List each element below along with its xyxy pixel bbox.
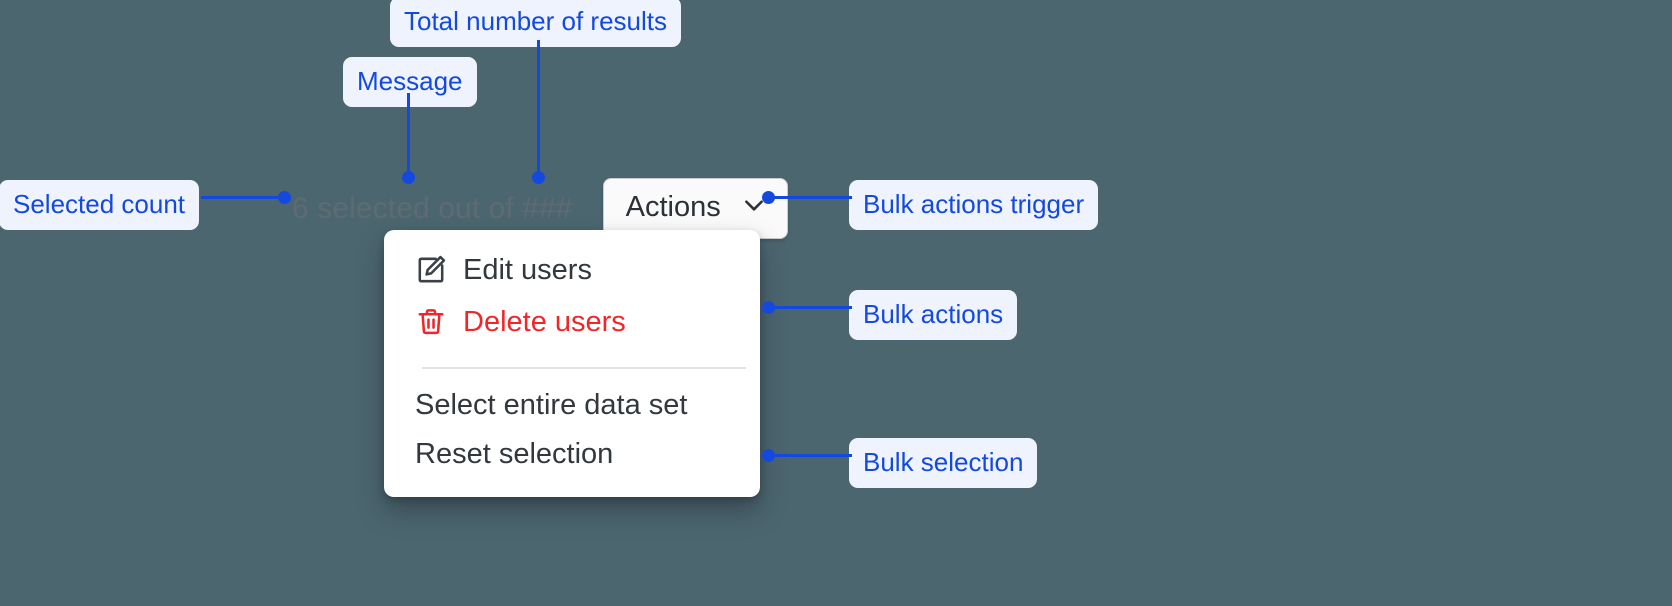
connector-line-bulk-actions bbox=[768, 306, 852, 309]
bulk-actions-trigger-button[interactable]: Actions bbox=[602, 178, 788, 239]
annotation-bulk-actions: Bulk actions bbox=[849, 290, 1018, 340]
menu-item-select-entire-data-set[interactable]: Select entire data set bbox=[384, 381, 760, 430]
trash-icon bbox=[415, 306, 447, 338]
menu-item-label: Edit users bbox=[463, 253, 592, 286]
bulk-selection-bar: 6 selected out of ### Actions bbox=[292, 178, 788, 239]
connector-line-bulk-actions-trigger bbox=[768, 196, 852, 199]
connector-line-selected-count bbox=[201, 196, 287, 199]
connector-line-bulk-selection bbox=[768, 454, 852, 457]
chevron-down-icon bbox=[741, 192, 767, 223]
connector-dot-bulk-selection bbox=[762, 449, 775, 462]
connector-line-total-results bbox=[537, 40, 540, 178]
connector-dot-bulk-actions-trigger bbox=[762, 191, 775, 204]
annotation-selected-count: Selected count bbox=[0, 180, 200, 230]
annotation-total-number-of-results: Total number of results bbox=[390, 0, 682, 47]
menu-item-label: Select entire data set bbox=[415, 389, 688, 421]
edit-pencil-icon bbox=[415, 254, 447, 286]
connector-dot-total-results bbox=[532, 171, 545, 184]
connector-line-message bbox=[407, 93, 410, 179]
menu-item-label: Reset selection bbox=[415, 438, 614, 470]
bulk-actions-group: Edit users Delete users bbox=[384, 230, 760, 358]
menu-item-reset-selection[interactable]: Reset selection bbox=[384, 430, 760, 479]
bulk-actions-dropdown-menu: Edit users Delete users Select en bbox=[384, 230, 760, 497]
connector-dot-selected-count bbox=[278, 191, 291, 204]
actions-button-label: Actions bbox=[625, 191, 721, 223]
menu-item-delete-users[interactable]: Delete users bbox=[384, 296, 760, 348]
annotation-bulk-selection: Bulk selection bbox=[849, 438, 1038, 488]
selected-count-message: 6 selected out of ### bbox=[292, 191, 573, 225]
connector-dot-message bbox=[402, 171, 415, 184]
connector-dot-bulk-actions bbox=[762, 301, 775, 314]
menu-separator bbox=[422, 367, 746, 369]
bulk-selection-group: Select entire data set Reset selection bbox=[384, 369, 760, 497]
menu-item-label: Delete users bbox=[463, 305, 626, 338]
menu-item-edit-users[interactable]: Edit users bbox=[384, 244, 760, 296]
annotation-bulk-actions-trigger: Bulk actions trigger bbox=[849, 180, 1099, 230]
